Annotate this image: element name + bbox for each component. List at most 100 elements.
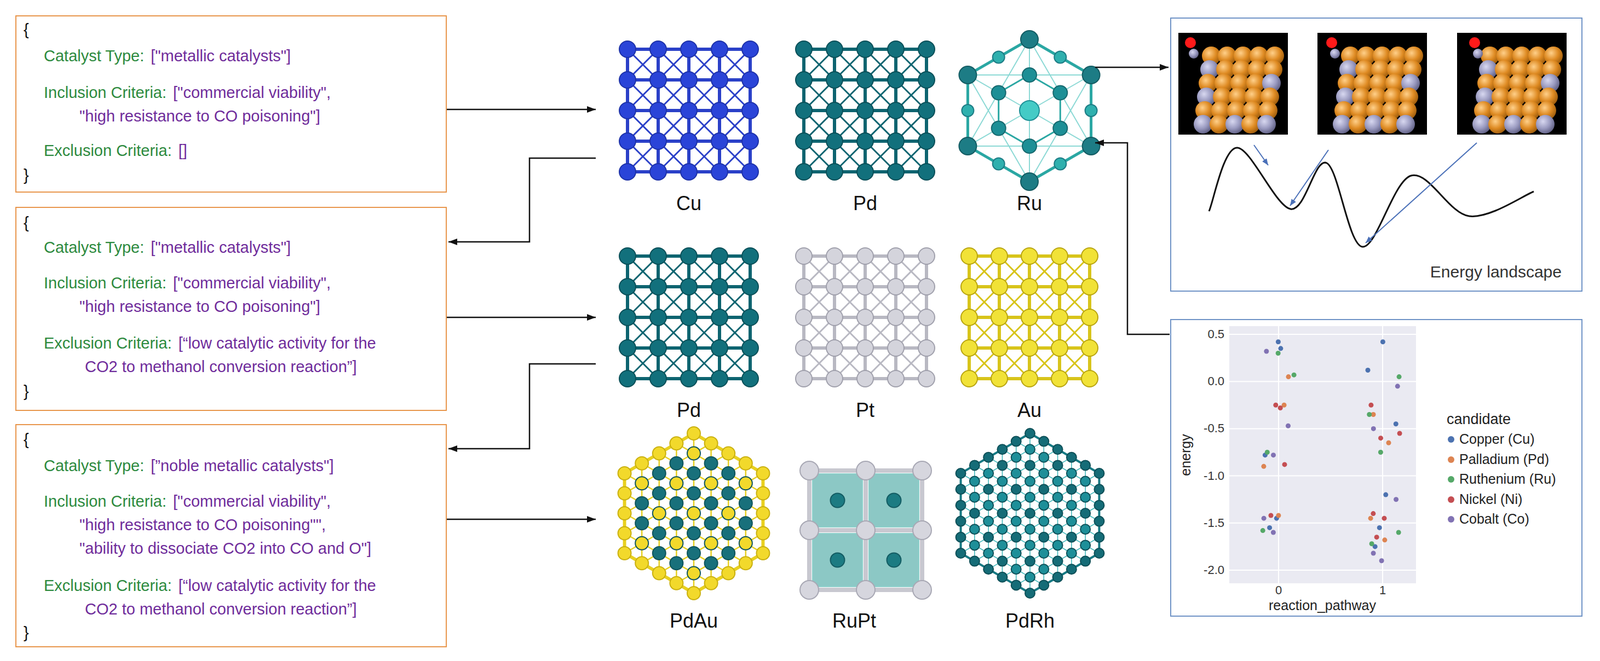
tick-label: -0.5: [1203, 422, 1225, 435]
legend-swatch: [1447, 496, 1455, 504]
atom: [958, 66, 977, 84]
atom: [1052, 572, 1063, 583]
atom: [1025, 508, 1035, 519]
atom: [997, 540, 1007, 551]
atom: [1011, 532, 1022, 543]
atom: [912, 461, 932, 481]
crystal-node: Au: [955, 245, 1104, 427]
json-line: CO2 to methanol conversion reaction”]: [16, 355, 446, 379]
atom: [721, 447, 735, 461]
atom: [1038, 468, 1049, 479]
atom: [652, 467, 666, 481]
atom: [619, 163, 636, 181]
adsorbate-atom: [1330, 48, 1340, 59]
atom: [739, 476, 753, 491]
legend-swatch: [1447, 476, 1455, 483]
atom: [669, 577, 683, 591]
atom: [635, 556, 649, 571]
scatter-dot: [1371, 550, 1377, 556]
atom: [956, 500, 966, 511]
atom: [991, 370, 1008, 388]
json-line: }: [16, 380, 446, 404]
crystal-label: Cu: [676, 192, 702, 215]
atom: [756, 527, 770, 541]
atom: [856, 461, 876, 481]
atom: [1020, 30, 1039, 49]
crystal-face: [812, 533, 863, 587]
atom: [960, 340, 978, 357]
atom: [649, 102, 667, 119]
atom: [918, 248, 935, 265]
atom: [649, 248, 667, 265]
surface-atom: [1488, 114, 1507, 134]
atom: [969, 460, 980, 471]
atom: [856, 102, 874, 119]
adsorbate-atom: [1184, 37, 1196, 49]
scatter-dot: [1371, 426, 1377, 432]
json-value: [”noble metallic catalysts"]: [150, 457, 334, 475]
scatter-dot: [1368, 516, 1374, 522]
json-line: "ability to dissociate CO2 into CO and O…: [16, 537, 446, 561]
surface-atom: [1193, 114, 1213, 134]
atom: [1011, 436, 1022, 447]
atom: [992, 51, 1005, 64]
atom: [795, 102, 813, 119]
atom: [649, 41, 667, 58]
atom: [1019, 100, 1040, 121]
scatter-dot: [1393, 497, 1399, 503]
scatter-dot: [1261, 464, 1266, 470]
atom: [887, 248, 905, 265]
atom: [1052, 460, 1063, 471]
atom: [704, 457, 718, 471]
json-key: Inclusion Criteria:: [43, 83, 167, 102]
atom: [956, 484, 966, 495]
slab-background: [1178, 32, 1288, 135]
chart-panel: energyreaction_pathway: [1170, 319, 1583, 618]
surface-atom: [1348, 114, 1368, 134]
legend-text: Nickel (Ni): [1459, 492, 1523, 508]
atom: [652, 487, 666, 501]
atom: [856, 521, 876, 540]
atom: [1038, 516, 1049, 527]
atom: [669, 516, 683, 531]
json-line: Exclusion Criteria:[“low catalytic activ…: [16, 331, 446, 356]
energy-landscape-panel: Energy landscape: [1170, 17, 1583, 292]
atom: [956, 468, 966, 479]
atom: [1052, 121, 1068, 136]
surface-atom: [1241, 114, 1260, 134]
atom: [856, 163, 874, 181]
atom: [1011, 484, 1022, 495]
legend-title: candidate: [1446, 412, 1511, 428]
json-line: Inclusion Criteria: ["commercial viabilit…: [16, 81, 446, 105]
atom: [1021, 248, 1038, 265]
legend-swatch: [1447, 456, 1455, 464]
scatter-dot: [1260, 528, 1266, 534]
json-value: ["commercial viability",: [173, 83, 331, 102]
atom: [918, 133, 935, 150]
atom: [1011, 452, 1022, 463]
atom: [1080, 476, 1091, 487]
atom: [1066, 468, 1077, 479]
atom: [887, 493, 902, 509]
atom: [635, 457, 649, 471]
atom: [687, 547, 701, 561]
atom: [1066, 516, 1077, 527]
atom: [1094, 500, 1104, 511]
atom: [1025, 444, 1035, 455]
pointer-arrow: [1365, 142, 1477, 244]
crystal-face: [812, 474, 863, 528]
atom: [649, 340, 667, 357]
legend-text: Palladium (Pd): [1459, 452, 1550, 468]
atom: [983, 452, 994, 463]
json-value: "high resistance to CO poisoning"]: [79, 297, 321, 316]
axis-title: reaction_pathway: [1268, 599, 1377, 613]
atom: [704, 577, 718, 591]
scatter-dot: [1386, 440, 1392, 446]
atom: [1038, 564, 1049, 575]
atom: [721, 507, 735, 521]
atom: [800, 521, 819, 540]
atom: [969, 540, 980, 551]
atom: [1038, 452, 1049, 463]
scatter-dot: [1368, 403, 1374, 408]
json-value: [“low catalytic activity for the: [178, 334, 377, 353]
